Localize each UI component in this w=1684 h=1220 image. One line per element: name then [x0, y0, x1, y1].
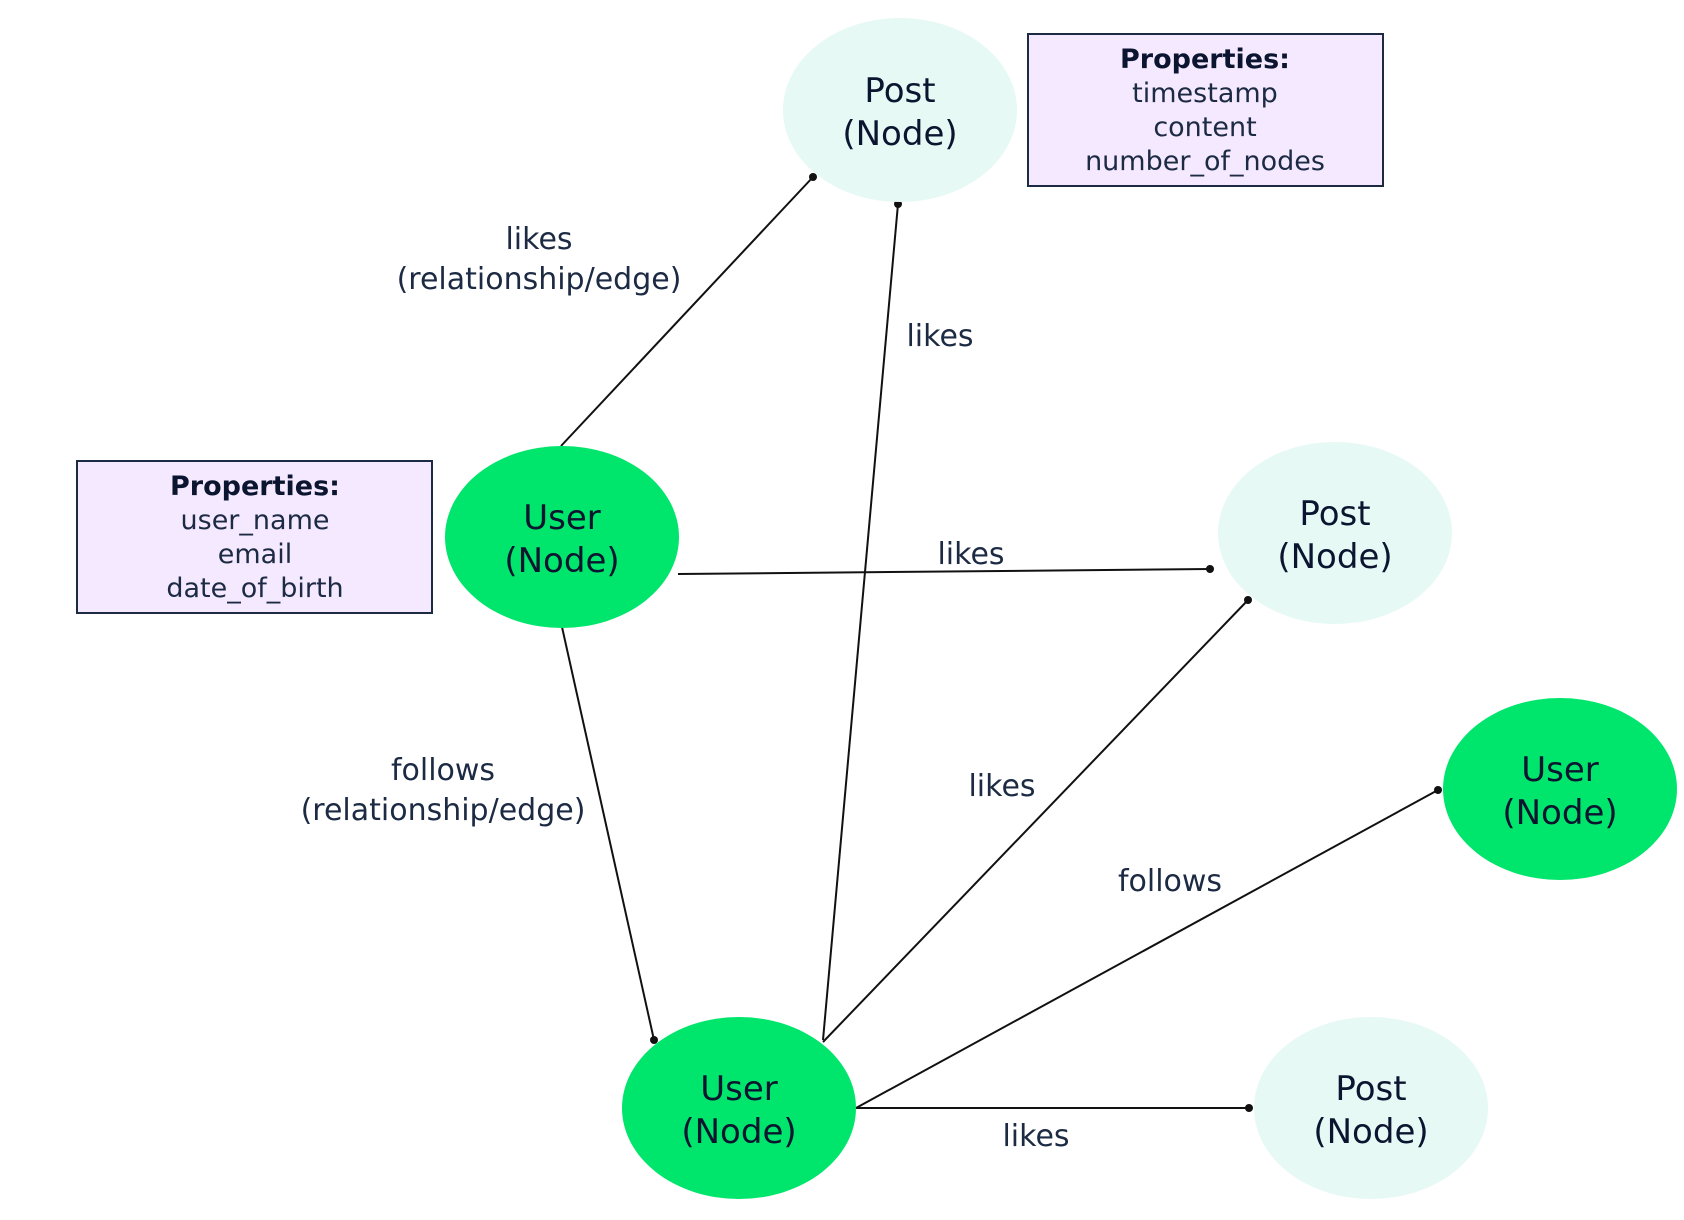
edge-label-relationship-edge: (relationship/edge) — [397, 262, 682, 297]
node-type-label: Post — [1335, 1069, 1406, 1109]
property-item: date_of_birth — [166, 573, 343, 604]
post-node-bottom[interactable]: Post (Node) — [1254, 1017, 1488, 1199]
edge-label-likes: likes — [505, 222, 572, 257]
edge-end-dot — [650, 1036, 658, 1044]
node-type-label: User — [523, 498, 601, 538]
node-kind-label: (Node) — [1277, 537, 1392, 577]
edge-user-left-to-user-bottom — [561, 626, 655, 1041]
node-shape — [622, 1017, 856, 1199]
user-properties-box: Properties: user_name email date_of_birt… — [76, 460, 433, 614]
edge-user-bottom-to-post-top — [822, 203, 899, 1041]
node-kind-label: (Node) — [842, 114, 957, 154]
user-node-left[interactable]: User (Node) — [445, 446, 679, 628]
edge-label-likes: likes — [906, 319, 973, 354]
edges — [560, 173, 1442, 1112]
edge-label-relationship-edge: (relationship/edge) — [301, 793, 586, 828]
user-node-bottom[interactable]: User (Node) — [622, 1017, 856, 1199]
edge-user-bottom-to-user-right — [855, 789, 1439, 1109]
property-item: number_of_nodes — [1085, 146, 1325, 177]
edge-end-dot — [1245, 1104, 1253, 1112]
node-shape — [1218, 442, 1452, 624]
edge-labels: likes (relationship/edge) likes likes fo… — [301, 222, 1222, 1154]
node-kind-label: (Node) — [1502, 793, 1617, 833]
edge-end-dot — [1206, 565, 1214, 573]
edge-label-likes: likes — [1002, 1119, 1069, 1154]
properties-box-frame — [1027, 33, 1384, 187]
post-properties-box: Properties: timestamp content number_of_… — [1027, 33, 1384, 187]
edge-user-left-to-post-mid — [677, 568, 1211, 575]
node-kind-label: (Node) — [681, 1112, 796, 1152]
node-shape — [1254, 1017, 1488, 1199]
edge-label-likes: likes — [937, 537, 1004, 572]
user-node-right[interactable]: User (Node) — [1443, 698, 1677, 880]
node-type-label: User — [1521, 750, 1599, 790]
edge-end-dot — [809, 173, 817, 181]
edge-label-follows: follows — [391, 753, 495, 788]
node-kind-label: (Node) — [504, 541, 619, 581]
node-type-label: Post — [864, 71, 935, 111]
edge-end-dot — [1244, 596, 1252, 604]
edge-label-follows: follows — [1118, 864, 1222, 899]
edge-end-dot — [1434, 786, 1442, 794]
node-shape — [783, 18, 1017, 202]
property-item: user_name — [181, 505, 330, 536]
post-node-top[interactable]: Post (Node) — [783, 18, 1017, 202]
node-shape — [1443, 698, 1677, 880]
edge-user-bottom-to-post-mid — [822, 599, 1249, 1043]
property-item: timestamp — [1132, 78, 1278, 109]
edge-label-likes: likes — [968, 769, 1035, 804]
edge-user-left-to-post-top — [560, 176, 814, 447]
property-item: content — [1153, 112, 1256, 143]
node-type-label: Post — [1299, 494, 1370, 534]
properties-box-frame — [76, 460, 433, 614]
node-shape — [445, 446, 679, 628]
properties-title: Properties: — [170, 471, 340, 502]
node-kind-label: (Node) — [1313, 1112, 1428, 1152]
post-node-middle[interactable]: Post (Node) — [1218, 442, 1452, 624]
properties-title: Properties: — [1120, 44, 1290, 75]
property-item: email — [218, 539, 292, 570]
node-type-label: User — [700, 1069, 778, 1109]
